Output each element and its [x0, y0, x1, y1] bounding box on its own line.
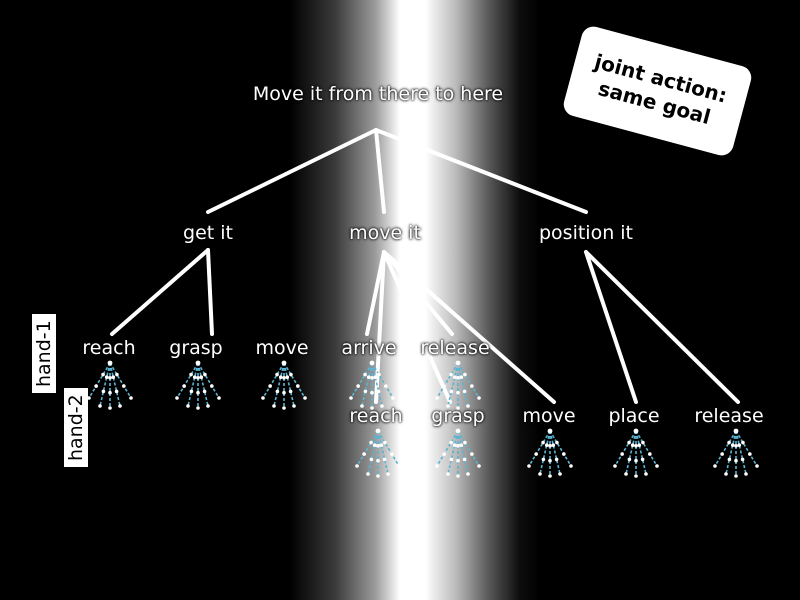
edge-position-it-to-release-2: [584, 250, 740, 404]
edge-move-it-to-release-1: [382, 250, 454, 336]
hand-skeleton-icon: [435, 360, 481, 410]
edge-get-it-to-reach: [110, 248, 210, 336]
hand1-action-reach: reach: [82, 337, 136, 359]
hand1-action-arrive: arrive: [341, 337, 397, 359]
edge-move-it-to-move-2: [382, 250, 556, 404]
edge-root-to-get-it: [206, 128, 378, 214]
edge-move-it-to-grasp-2: [382, 250, 452, 404]
hand-skeleton-icon: [349, 360, 395, 410]
hand-skeleton-icon: [713, 428, 759, 478]
hand1-action-release: release: [420, 337, 490, 359]
hand2-action-move: move: [522, 405, 576, 427]
root-goal-label: Move it from there to here: [252, 83, 504, 105]
hand2-action-reach: reach: [349, 405, 403, 427]
edge-root-to-position-it: [374, 128, 588, 214]
subgoal-position-it: position it: [538, 222, 634, 244]
hand-skeleton-icon: [435, 428, 481, 478]
hand2-action-release: release: [694, 405, 764, 427]
edge-move-it-to-arrive: [365, 250, 386, 336]
subgoal-move-it: move it: [349, 222, 421, 244]
hand-skeleton-icon: [613, 428, 659, 478]
edge-move-it-to-reach-2: [374, 250, 386, 404]
edge-position-it-to-place: [584, 250, 638, 404]
hand-skeleton-icon: [87, 360, 133, 410]
subgoal-get-it: get it: [183, 222, 233, 244]
hand1-action-move: move: [255, 337, 309, 359]
hand1-action-grasp: grasp: [169, 337, 223, 359]
hand2-action-grasp: grasp: [431, 405, 485, 427]
hand-skeleton-icon: [527, 428, 573, 478]
hand-skeleton-icon: [175, 360, 221, 410]
edge-get-it-to-grasp: [206, 248, 214, 336]
hand-skeleton-icon: [261, 360, 307, 410]
hand-1-tag: hand-1: [32, 314, 56, 393]
hand-skeleton-icon: [355, 428, 401, 478]
edge-root-to-move-it: [374, 128, 386, 214]
hand2-action-place: place: [608, 405, 660, 427]
